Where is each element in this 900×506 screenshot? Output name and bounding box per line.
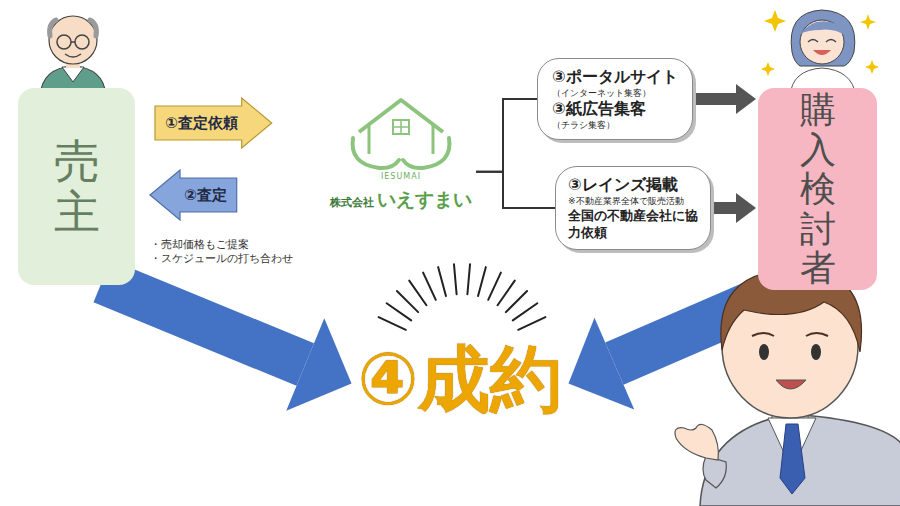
burst-line xyxy=(454,264,457,294)
channel-note: （インターネット集客） xyxy=(552,87,678,99)
buyer-label: 購入検討者 xyxy=(800,90,836,288)
burst-line xyxy=(478,267,486,296)
step-label: ②査定 xyxy=(184,184,227,206)
connector-line xyxy=(476,172,555,208)
burst-line xyxy=(498,281,515,306)
channel-note: ※不動産業界全体で販売活動 xyxy=(568,195,698,207)
channel-title: ③レインズ掲載 xyxy=(568,175,698,195)
buyer-figure xyxy=(761,10,879,96)
channel-detail: 全国の不動産会社に協力依頼 xyxy=(568,207,698,241)
connector xyxy=(476,172,555,208)
appraisal-arrow: ②査定 xyxy=(150,170,237,220)
logo-mark: IESUMAI xyxy=(326,172,476,181)
result-text: ④成約 xyxy=(358,340,563,419)
connector xyxy=(102,281,351,411)
company-logo: IESUMAI 株式会社いえすまい xyxy=(326,92,476,213)
connector xyxy=(714,193,756,223)
connector-line xyxy=(476,99,537,172)
note-text: ・売却価格もご提案 xyxy=(150,237,249,251)
buyer-box: 購入検討者 xyxy=(758,88,877,290)
channel-title: ③紙広告集客 xyxy=(552,99,678,119)
burst-line xyxy=(438,267,446,296)
agent-figure xyxy=(675,270,900,506)
note-text: ・スケジュールの打ち合わせ xyxy=(150,251,293,265)
channel-box: ③レインズ掲載※不動産業界全体で販売活動全国の不動産会社に協力依頼 xyxy=(555,166,711,250)
connector xyxy=(696,84,756,114)
logo-house xyxy=(341,92,461,172)
connector xyxy=(476,99,537,172)
burst-line xyxy=(387,303,412,320)
burst-line xyxy=(518,317,545,330)
burst-line xyxy=(513,303,538,320)
step-label: ①査定依頼 xyxy=(165,112,238,134)
burst-line xyxy=(488,273,501,300)
burst-line xyxy=(379,317,406,330)
request-arrow: ①査定依頼 xyxy=(155,98,272,148)
arrow-head xyxy=(736,84,756,114)
burst-lines xyxy=(379,264,546,329)
arrow-head xyxy=(568,318,634,410)
channel-title: ③ポータルサイト xyxy=(552,67,678,87)
seller-label: 売主 xyxy=(54,136,100,237)
channel-box: ③ポータルサイト（インターネット集客）③紙広告集客（チラシ集客） xyxy=(537,58,693,140)
burst-line xyxy=(397,291,418,312)
burst-line xyxy=(506,291,527,312)
seller-figure xyxy=(40,16,106,96)
burst-line xyxy=(467,264,470,294)
arrow-head xyxy=(736,193,756,223)
seller-box: 売主 xyxy=(18,88,135,285)
company-name: いえすまい xyxy=(377,187,472,213)
result-label: ④成約 xyxy=(358,340,563,419)
company-type: 株式会社 xyxy=(330,195,374,210)
arrow-head xyxy=(286,318,351,410)
burst-line xyxy=(409,281,426,306)
connector-line xyxy=(714,202,736,214)
channel-note: （チラシ集客） xyxy=(552,119,678,131)
connector-line xyxy=(102,281,305,365)
burst-line xyxy=(423,273,436,300)
connector-line xyxy=(696,93,736,105)
